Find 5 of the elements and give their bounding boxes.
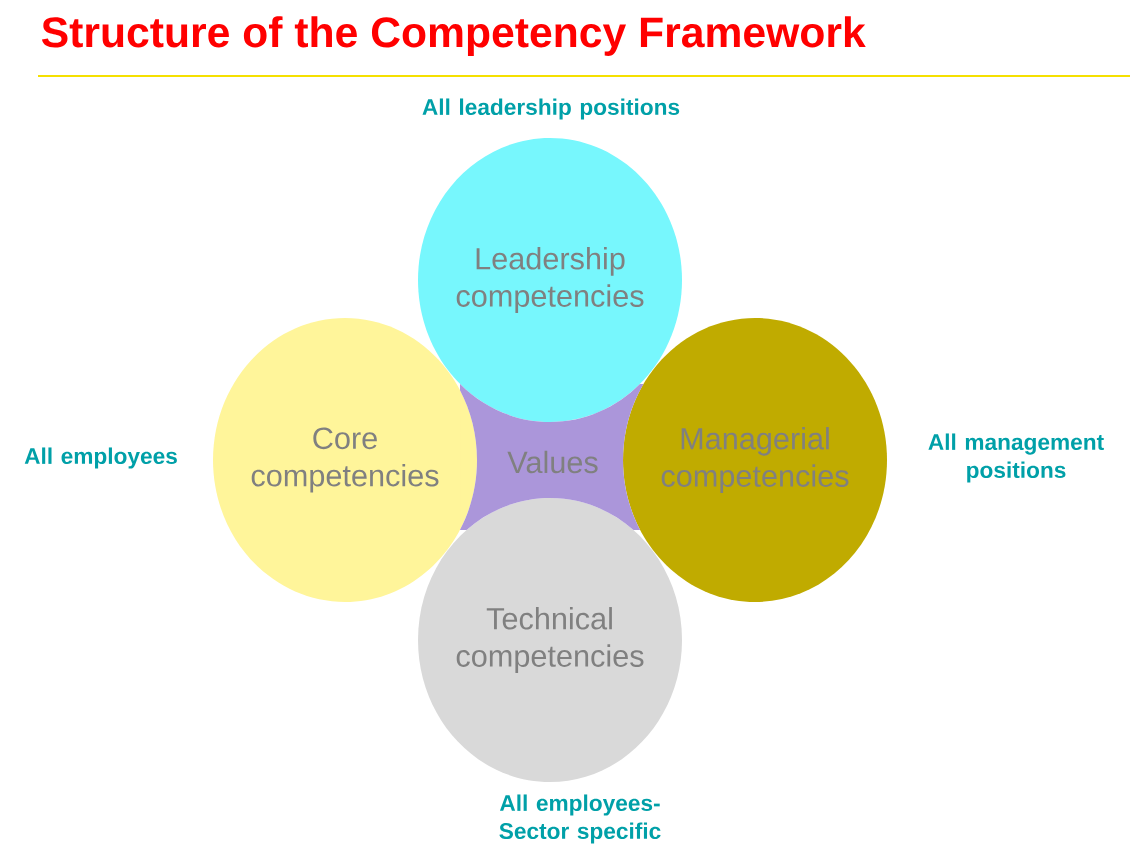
scope-label: All employees- Sector specific [499,794,661,844]
scope-label: All management positions [928,433,1104,483]
title: Structure of the Competency Framework [41,16,866,56]
scope-label: All leadership positions [422,98,680,120]
scope-label: All employees [24,447,177,469]
